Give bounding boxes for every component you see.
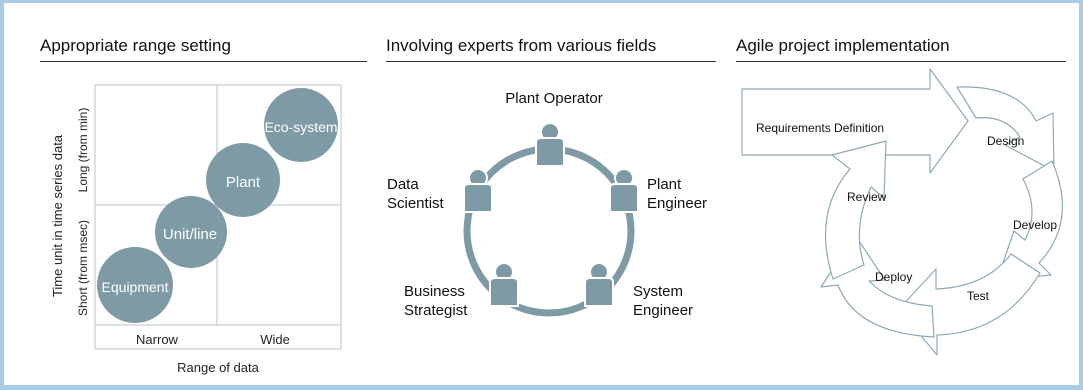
bubble-equipment xyxy=(97,247,173,323)
panel1-heading: Appropriate range setting xyxy=(40,36,231,55)
bubble-label-plant: Plant xyxy=(226,174,261,191)
label-develop: Develop xyxy=(1013,218,1057,232)
x-tick-wide: Wide xyxy=(260,332,290,347)
bubble-unit-line xyxy=(155,196,227,268)
label-business-strategist-line1: Business xyxy=(404,283,465,300)
label-system-engineer-line2: Engineer xyxy=(633,302,693,319)
label-requirements-definition: Requirements Definition xyxy=(756,121,884,135)
person-icon-data-scientist xyxy=(463,168,493,213)
figure-frame: Appropriate range setting Involving expe… xyxy=(4,3,1079,385)
label-test: Test xyxy=(967,289,990,303)
label-plant-engineer-line2: Engineer xyxy=(647,195,707,212)
bubble-label-eco-system: Eco-system xyxy=(264,119,337,135)
panel3-rule xyxy=(736,61,1066,62)
label-data-scientist-line2: Scientist xyxy=(387,195,445,212)
label-business-strategist-line2: Strategist xyxy=(404,302,468,319)
review-arrow xyxy=(824,140,887,280)
label-deploy: Deploy xyxy=(875,270,912,284)
label-data-scientist-line1: Data xyxy=(387,176,419,193)
y-axis-title: Time unit in time series data xyxy=(50,134,65,297)
bubble-label-equipment: Equipment xyxy=(102,279,169,295)
y-tick-long: Long (from min) xyxy=(76,108,90,193)
bubble-label-unit-line: Unit/line xyxy=(163,226,217,243)
person-icon-operator xyxy=(535,122,565,167)
experts-ring: Plant Operator Data Scientist Plant Engi… xyxy=(387,90,707,319)
label-plant-operator: Plant Operator xyxy=(505,90,603,107)
label-design: Design xyxy=(987,134,1024,148)
label-system-engineer-line1: System xyxy=(633,283,683,300)
requirements-arrow xyxy=(741,68,969,174)
label-review: Review xyxy=(847,190,887,204)
agile-cycle: Requirements Definition Design Develop T… xyxy=(741,68,1063,356)
x-tick-narrow: Narrow xyxy=(136,332,179,347)
panel2-heading: Involving experts from various fields xyxy=(386,36,657,55)
y-tick-short: Short (from msec) xyxy=(76,220,90,316)
person-icon-business-strategist xyxy=(489,262,519,307)
panel3-heading: Agile project implementation xyxy=(736,36,950,55)
x-axis-title: Range of data xyxy=(177,360,259,375)
person-icon-system-engineer xyxy=(584,262,614,307)
bubble-plant xyxy=(206,143,280,217)
panel1-rule xyxy=(40,61,367,62)
panel2-rule xyxy=(386,61,716,62)
range-matrix: Time unit in time series data Long (from… xyxy=(50,84,342,375)
bubble-eco-system xyxy=(264,88,338,162)
design-arrow xyxy=(956,86,1055,172)
matrix-grid xyxy=(94,84,342,350)
label-plant-engineer-line1: Plant xyxy=(647,176,682,193)
person-icon-plant-engineer xyxy=(609,168,639,213)
